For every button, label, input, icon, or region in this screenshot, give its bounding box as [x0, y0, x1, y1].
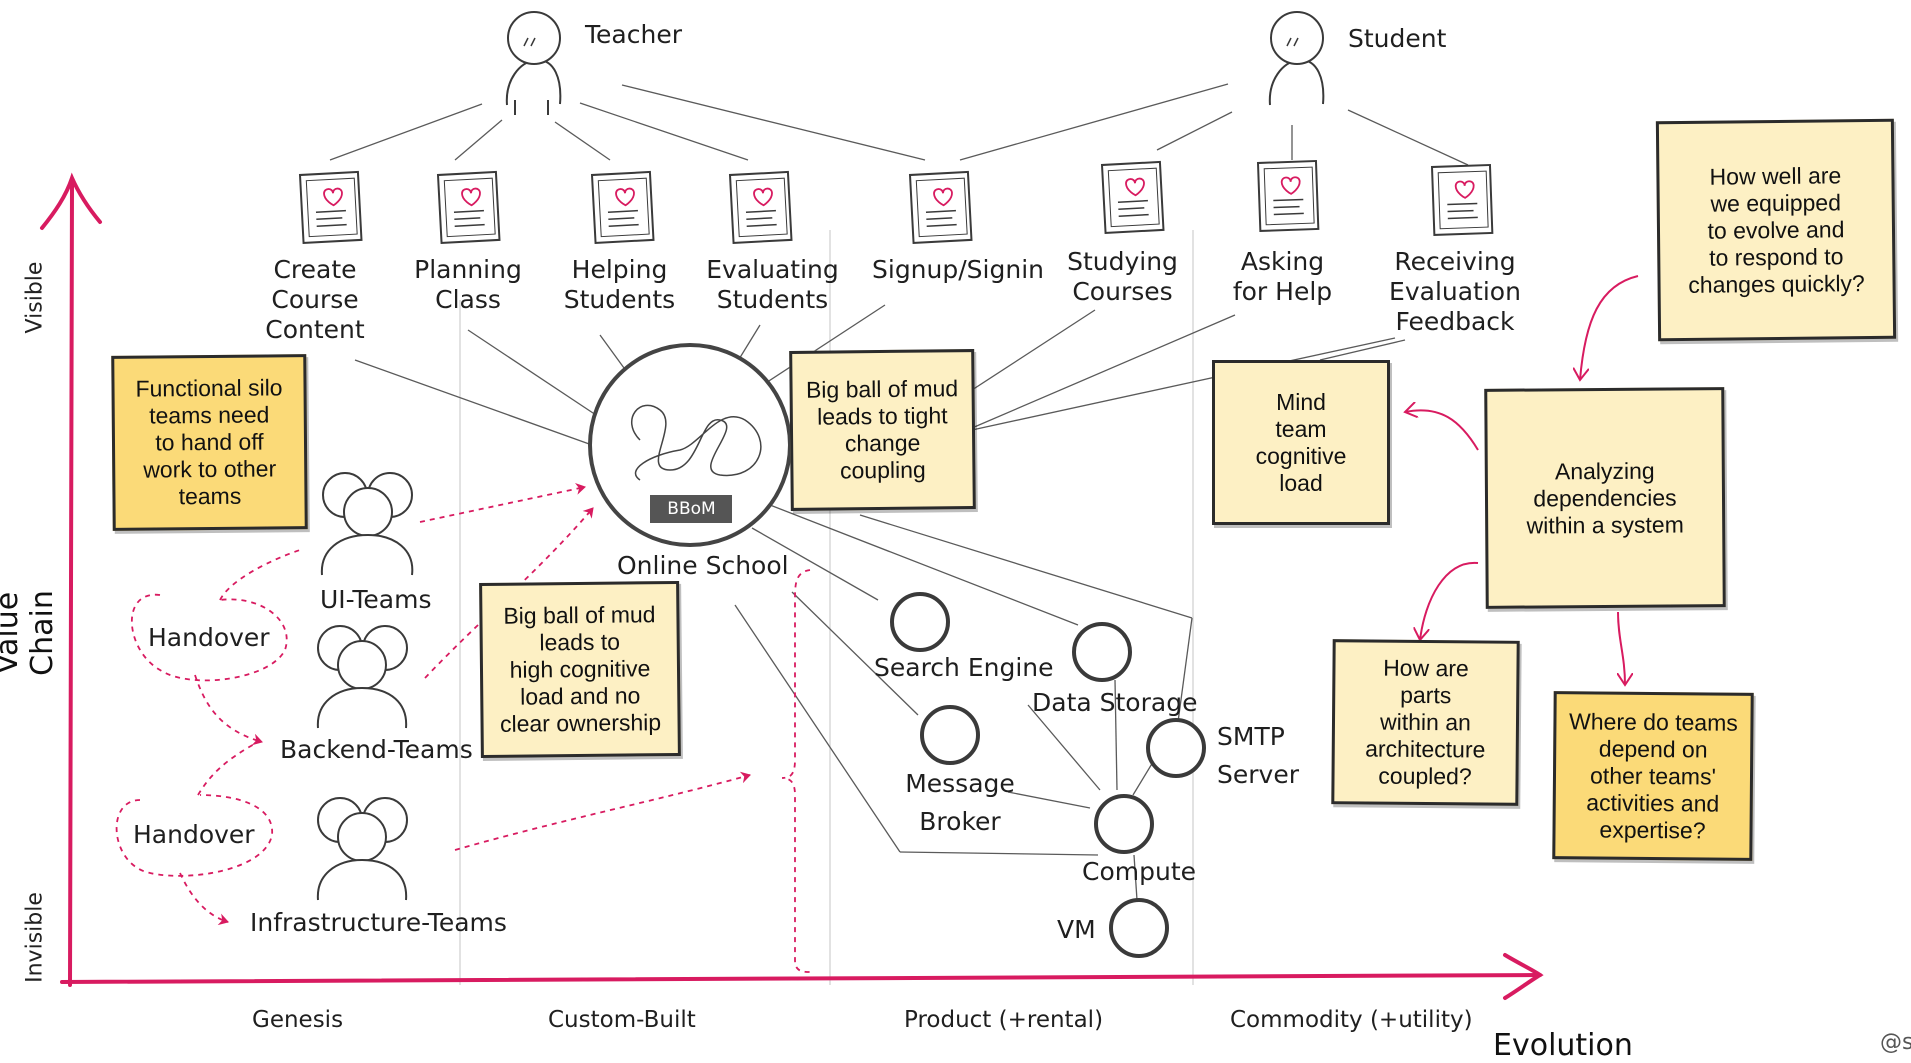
y-axis-invisible: Invisible [22, 892, 48, 983]
note-how-parts-coupled: How are parts within an architecture cou… [1331, 639, 1520, 806]
team-icon-backend [316, 625, 408, 729]
search-engine-node [890, 592, 950, 652]
message-broker-node [920, 705, 980, 765]
team-label-ui: UI-Teams [320, 585, 432, 614]
search-engine-label: Search Engine [874, 653, 1054, 682]
compute-node [1094, 794, 1154, 854]
handover-label-2: Handover [133, 820, 255, 849]
credit-text: @s [1880, 1030, 1911, 1055]
smtp-server-label: SMTP Server [1217, 722, 1299, 789]
axes [40, 172, 1544, 1000]
bbom-badge: BBoM [667, 499, 716, 519]
need-label-signup: Signup/Signin [872, 255, 1044, 284]
data-storage-node [1072, 622, 1132, 682]
note-how-well-equipped: How well are we equipped to evolve and t… [1655, 118, 1897, 342]
need-label-asking: Asking for Help [1232, 247, 1333, 306]
vm-label: VM [1057, 915, 1096, 944]
team-icon-infra [316, 797, 408, 901]
team-label-backend: Backend-Teams [280, 735, 473, 764]
note-bbom-cognitive-load: Big ball of mud leads to high cognitive … [479, 580, 681, 759]
note-functional-silo: Functional silo teams need to hand off w… [111, 354, 308, 531]
need-label-studying: Studying Courses [1067, 247, 1178, 306]
stage-product: Product (+rental) [904, 1007, 1104, 1033]
user-label-teacher: Teacher [585, 20, 682, 49]
team-label-infra: Infrastructure-Teams [250, 908, 507, 937]
need-icons [298, 159, 1494, 244]
compute-label: Compute [1082, 857, 1197, 886]
need-label-helping: Helping Students [563, 255, 676, 314]
team-icon-ui [320, 472, 414, 576]
need-label-create: Create Course Content [265, 255, 365, 344]
note-analyzing-dependencies: Analyzing dependencies within a system [1484, 387, 1726, 609]
data-storage-label: Data Storage [1032, 688, 1198, 717]
dependency-lines [329, 83, 1469, 901]
online-school-bbom-node [588, 343, 792, 547]
note-mind-cognitive-load: Mind team cognitive load [1212, 360, 1390, 525]
need-label-planning: Planning Class [414, 255, 522, 314]
note-bbom-coupling: Big ball of mud leads to tight change co… [789, 349, 976, 511]
question-flow-arrows [1405, 275, 1639, 685]
user-icon-teacher [505, 11, 562, 115]
y-axis-visible: Visible [22, 261, 48, 334]
message-broker-label: Message Broker [905, 769, 1015, 836]
note-where-teams-depend: Where do teams depend on other teams' ac… [1552, 691, 1754, 861]
vm-node [1109, 898, 1169, 958]
stage-commodity: Commodity (+utility) [1230, 1007, 1473, 1033]
stage-custom-built: Custom-Built [548, 1007, 696, 1033]
x-axis-title: Evolution [1493, 1028, 1633, 1063]
need-label-evaluating: Evaluating Students [706, 255, 839, 314]
online-school-label: Online School [617, 551, 789, 580]
team-dependency-arrows [115, 482, 811, 973]
component-nodes [890, 592, 1206, 958]
user-icon-student [1268, 11, 1325, 106]
stage-genesis: Genesis [252, 1007, 344, 1033]
handover-label-1: Handover [148, 623, 270, 652]
smtp-server-node [1146, 718, 1206, 778]
y-axis-title: Value Chain [0, 590, 60, 676]
need-label-receiving: Receiving Evaluation Feedback [1389, 247, 1521, 336]
user-label-student: Student [1348, 24, 1447, 53]
